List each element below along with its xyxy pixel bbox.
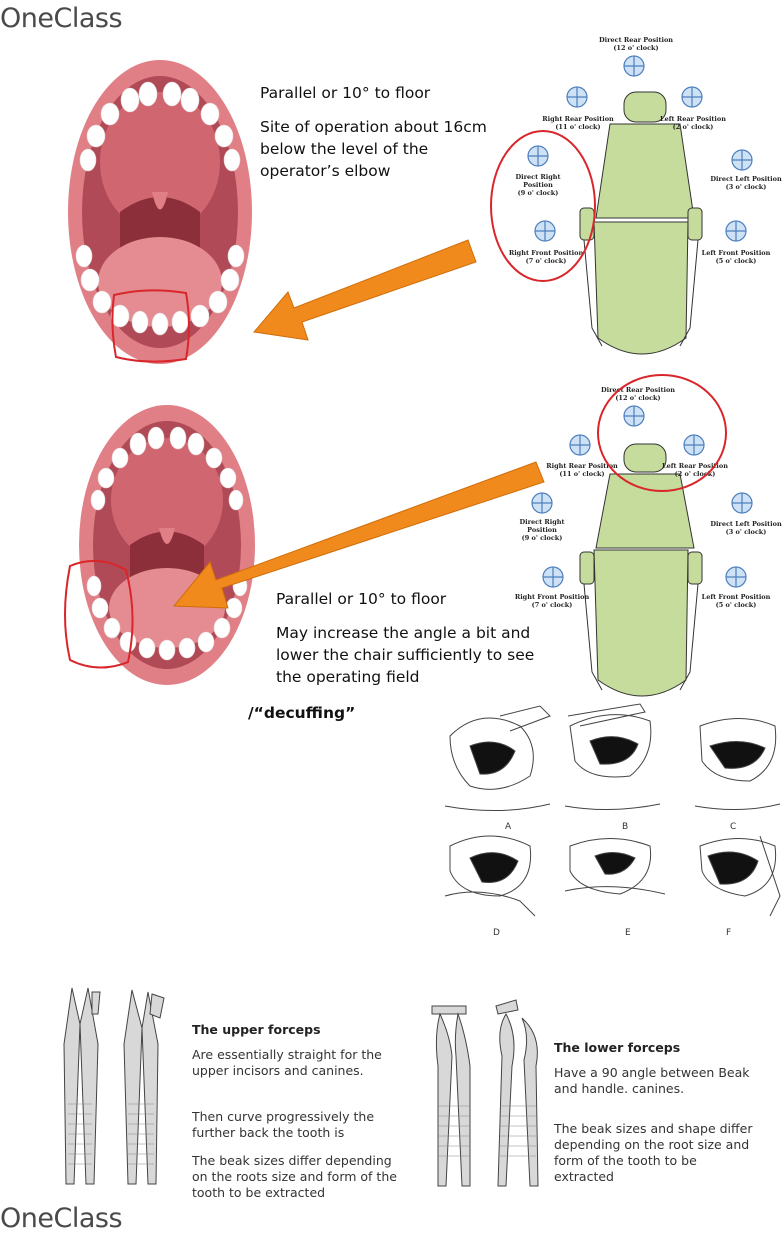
arrow-2 <box>172 461 545 609</box>
text-line: depending on the root size and <box>554 1137 750 1152</box>
label-left-rear: Left Rear Position(2 o' clock) <box>660 115 726 131</box>
text-line: operator’s elbow <box>260 162 391 180</box>
text-line: Parallel or 10° to floor <box>260 84 431 102</box>
label-direct-rear: Direct Rear Position(12 o' clock) <box>600 386 676 402</box>
lip-retraction-sketches <box>444 703 781 917</box>
label-direct-rear: Direct Rear Position(12 o' clock) <box>598 36 674 52</box>
position-icon-right-front <box>534 220 556 242</box>
lower-forceps-text: The lower forceps Have a 90 angle betwee… <box>554 1040 752 1185</box>
label-right-rear: Right Rear Position(11 o' clock) <box>542 115 614 131</box>
text-line: Have a 90 angle between Beak <box>554 1065 750 1080</box>
label-right-front: Right Front Position(7 o' clock) <box>514 593 590 609</box>
text-line: upper incisors and canines. <box>192 1063 364 1078</box>
position-icon-direct-rear <box>623 405 645 427</box>
figure-letter-a: A <box>505 822 512 832</box>
position-icon-right-rear <box>566 86 588 108</box>
highlight-circle-right-positions <box>490 130 596 282</box>
arrow-1 <box>253 239 477 341</box>
label-left-front: Left Front Position(5 o' clock) <box>701 593 771 609</box>
highlight-circle-left-molars <box>64 559 134 669</box>
oneclass-logo-bottom: OneClass <box>0 1203 123 1234</box>
text-line: Parallel or 10° to floor <box>276 590 447 608</box>
section1-text: Parallel or 10° to floor Site of operati… <box>260 82 487 182</box>
label-right-front: Right Front Position(7 o' clock) <box>508 249 584 265</box>
upper-forceps-text: The upper forceps Are essentially straig… <box>192 1022 397 1201</box>
oneclass-logo-top: OneClass <box>0 3 123 34</box>
text-line: the operating field <box>276 668 420 686</box>
position-icon-right-front <box>542 566 564 588</box>
text-line: tooth to be extracted <box>192 1185 326 1200</box>
text-line: form of the tooth to be <box>554 1153 697 1168</box>
position-icon-direct-right <box>527 145 549 167</box>
position-icon-direct-left <box>731 149 753 171</box>
figure-letter-d: D <box>493 928 500 938</box>
text-line: The beak sizes and shape differ <box>554 1121 753 1136</box>
position-icon-direct-left <box>731 492 753 514</box>
text-line: extracted <box>554 1169 614 1184</box>
label-direct-left: Direct Left Position(3 o' clock) <box>710 520 782 536</box>
text-line: on the roots size and form of the <box>192 1169 397 1184</box>
logo-text: OneClass <box>0 1203 123 1234</box>
text-line: May increase the angle a bit and <box>276 624 531 642</box>
label-direct-right: Direct Right Position(9 o' clock) <box>515 173 561 197</box>
text-line: and handle. canines. <box>554 1081 685 1096</box>
text-line: Site of operation about 16cm <box>260 118 487 136</box>
label-direct-right: Direct Right Position(9 o' clock) <box>519 518 565 542</box>
position-icon-left-rear <box>681 86 703 108</box>
dental-chair-diagram-1 <box>579 91 703 355</box>
lower-forceps-illustration <box>431 999 539 1187</box>
text-line: Then curve progressively the <box>192 1109 375 1124</box>
logo-text: OneClass <box>0 3 123 34</box>
text-line: lower the chair sufficiently to see <box>276 646 535 664</box>
figure-letter-f: F <box>726 928 732 938</box>
upper-forceps-title: The upper forceps <box>192 1022 321 1037</box>
position-icon-direct-rear <box>623 55 645 77</box>
text-line: below the level of the <box>260 140 429 158</box>
text-line: Are essentially straight for the <box>192 1047 382 1062</box>
label-right-rear: Right Rear Position(11 o' clock) <box>546 462 618 478</box>
upper-forceps-illustration <box>63 987 165 1185</box>
label-direct-left: Direct Left Position(3 o' clock) <box>710 175 782 191</box>
decuffing-note: /“decuffing” <box>248 704 356 722</box>
text-line: further back the tooth is <box>192 1125 345 1140</box>
position-icon-left-front <box>725 566 747 588</box>
figure-letter-b: B <box>622 822 629 832</box>
lower-forceps-title: The lower forceps <box>554 1040 681 1055</box>
figure-letter-c: C <box>730 822 737 832</box>
highlight-circle-rear-positions <box>597 374 727 492</box>
section2-text: Parallel or 10° to floor May increase th… <box>276 588 534 688</box>
position-icon-left-rear <box>683 434 705 456</box>
position-icon-left-front <box>725 220 747 242</box>
text-line: The beak sizes differ depending <box>192 1153 392 1168</box>
highlight-circle-lower-incisors <box>111 289 190 363</box>
label-left-rear: Left Rear Position(2 o' clock) <box>662 462 728 478</box>
figure-letter-e: E <box>625 928 631 938</box>
dental-chair-diagram-2 <box>579 443 703 697</box>
position-icon-direct-right <box>531 492 553 514</box>
label-left-front: Left Front Position(5 o' clock) <box>701 249 771 265</box>
position-icon-right-rear <box>569 434 591 456</box>
open-mouth-illustration-1 <box>68 60 252 364</box>
